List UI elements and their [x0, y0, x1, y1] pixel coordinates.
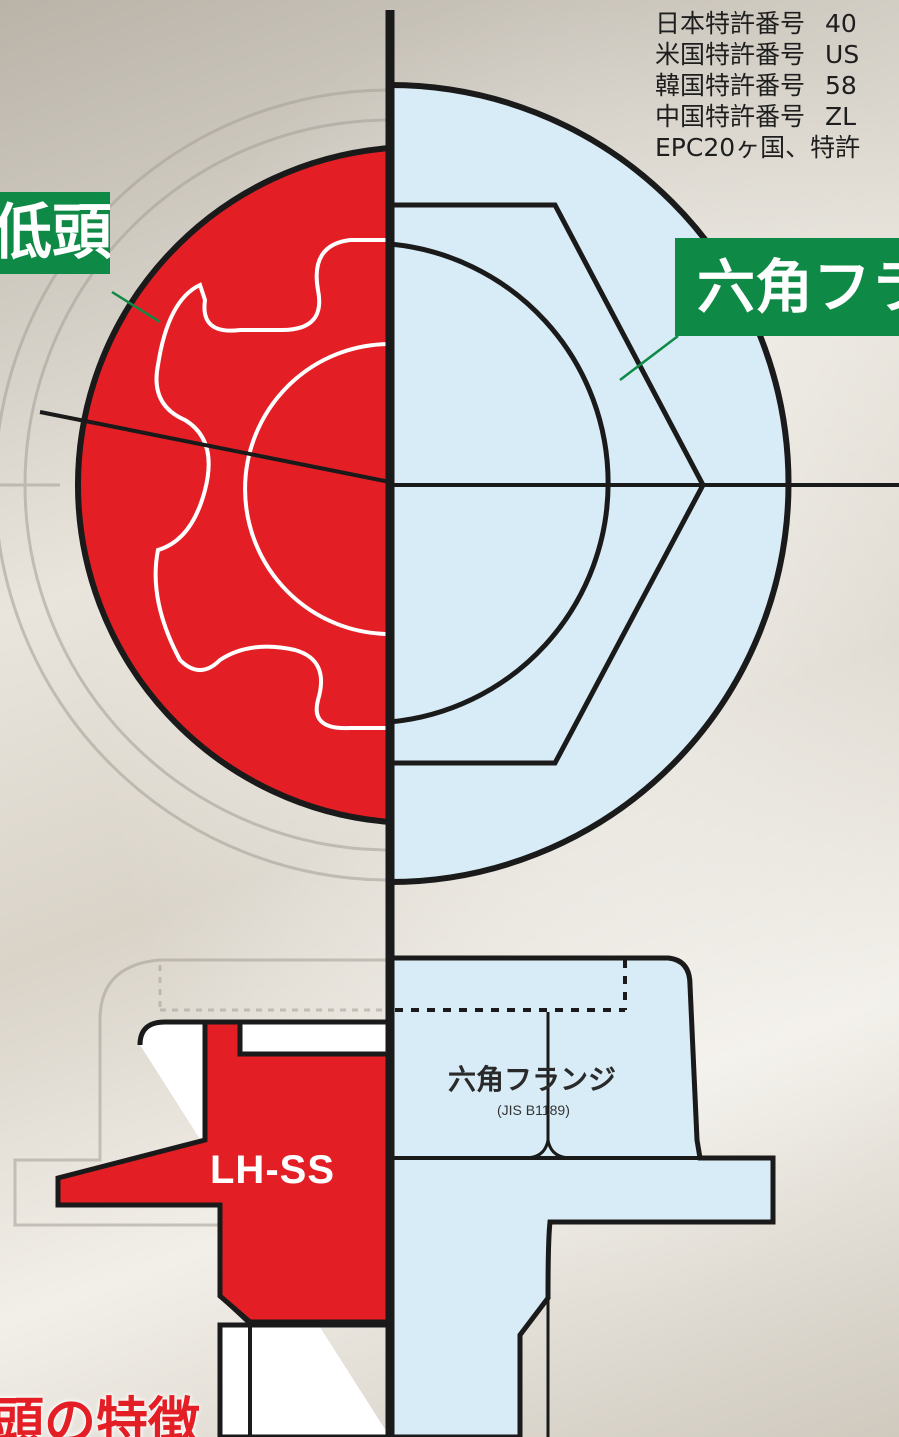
patent-number: ZL: [825, 102, 857, 131]
patent-number: 40: [825, 9, 857, 38]
hexflange-shank-inner: [518, 1297, 550, 1336]
red-head-half: [74, 144, 393, 826]
tilted-axis-line: [39, 410, 391, 484]
patent-label: 韓国特許番号: [655, 71, 806, 100]
patent-label: EPC20ヶ国、特許: [655, 133, 861, 162]
hexflange-profile: [387, 955, 776, 1437]
leader-line-right: [619, 335, 679, 381]
patent-number: 58: [825, 71, 857, 100]
patent-row: 中国特許番号 ZL: [655, 101, 899, 132]
low-head-label: 低頭: [0, 192, 110, 274]
section-title: 頭の特徴: [0, 1393, 201, 1437]
lhss-thread-line: [218, 1294, 250, 1324]
patent-list: 日本特許番号 40 米国特許番号 US 韓国特許番号 58 中国特許番号 ZL EPC2…: [655, 8, 899, 163]
patent-row: 韓国特許番号 58: [655, 70, 899, 101]
patent-row: 日本特許番号 40: [655, 8, 899, 39]
leader-line-left: [111, 290, 161, 324]
lhss-label: LH-SS: [210, 1148, 335, 1192]
hex-flange-head-label: 六角フラ: [675, 238, 899, 336]
patent-label: 中国特許番号: [655, 102, 806, 131]
patent-label: 米国特許番号: [655, 40, 806, 69]
hex-flange-label: 六角フランジ: [448, 1063, 617, 1096]
patent-label: 日本特許番号: [655, 9, 806, 38]
hex-flange-standard: (JIS B1189): [497, 1102, 570, 1118]
patent-row: 米国特許番号 US: [655, 39, 899, 70]
gear-outline: [153, 238, 391, 731]
patent-row: EPC20ヶ国、特許: [655, 132, 899, 163]
patent-number: US: [825, 40, 860, 69]
